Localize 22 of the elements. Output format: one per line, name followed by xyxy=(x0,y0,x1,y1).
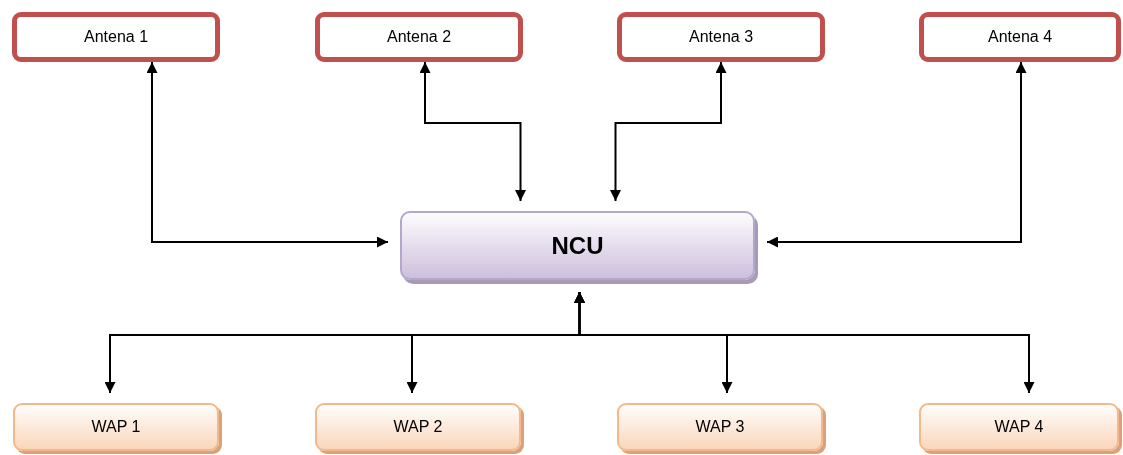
node-label: WAP 3 xyxy=(695,418,745,436)
node-label: WAP 2 xyxy=(393,418,443,436)
node-label: Antena 3 xyxy=(688,28,754,46)
access-point-box xyxy=(13,403,219,451)
node-label: Antena 2 xyxy=(386,28,452,46)
node-label: WAP 1 xyxy=(91,418,141,436)
arrow xyxy=(419,61,526,202)
antenna-box xyxy=(12,12,220,62)
access-point-box xyxy=(315,403,521,451)
node-label: Antena 1 xyxy=(83,28,149,46)
arrow xyxy=(574,291,1035,394)
arrow xyxy=(610,61,727,202)
antenna-box xyxy=(617,12,825,62)
antenna-box xyxy=(315,12,523,62)
node-label: NCU xyxy=(551,231,604,260)
access-point-box xyxy=(919,403,1119,451)
node-label: WAP 4 xyxy=(994,418,1044,436)
access-point-box xyxy=(617,403,823,451)
arrow xyxy=(146,61,389,248)
node-label: Antena 4 xyxy=(987,28,1053,46)
antenna-box xyxy=(919,12,1121,62)
arrow xyxy=(766,61,1027,248)
